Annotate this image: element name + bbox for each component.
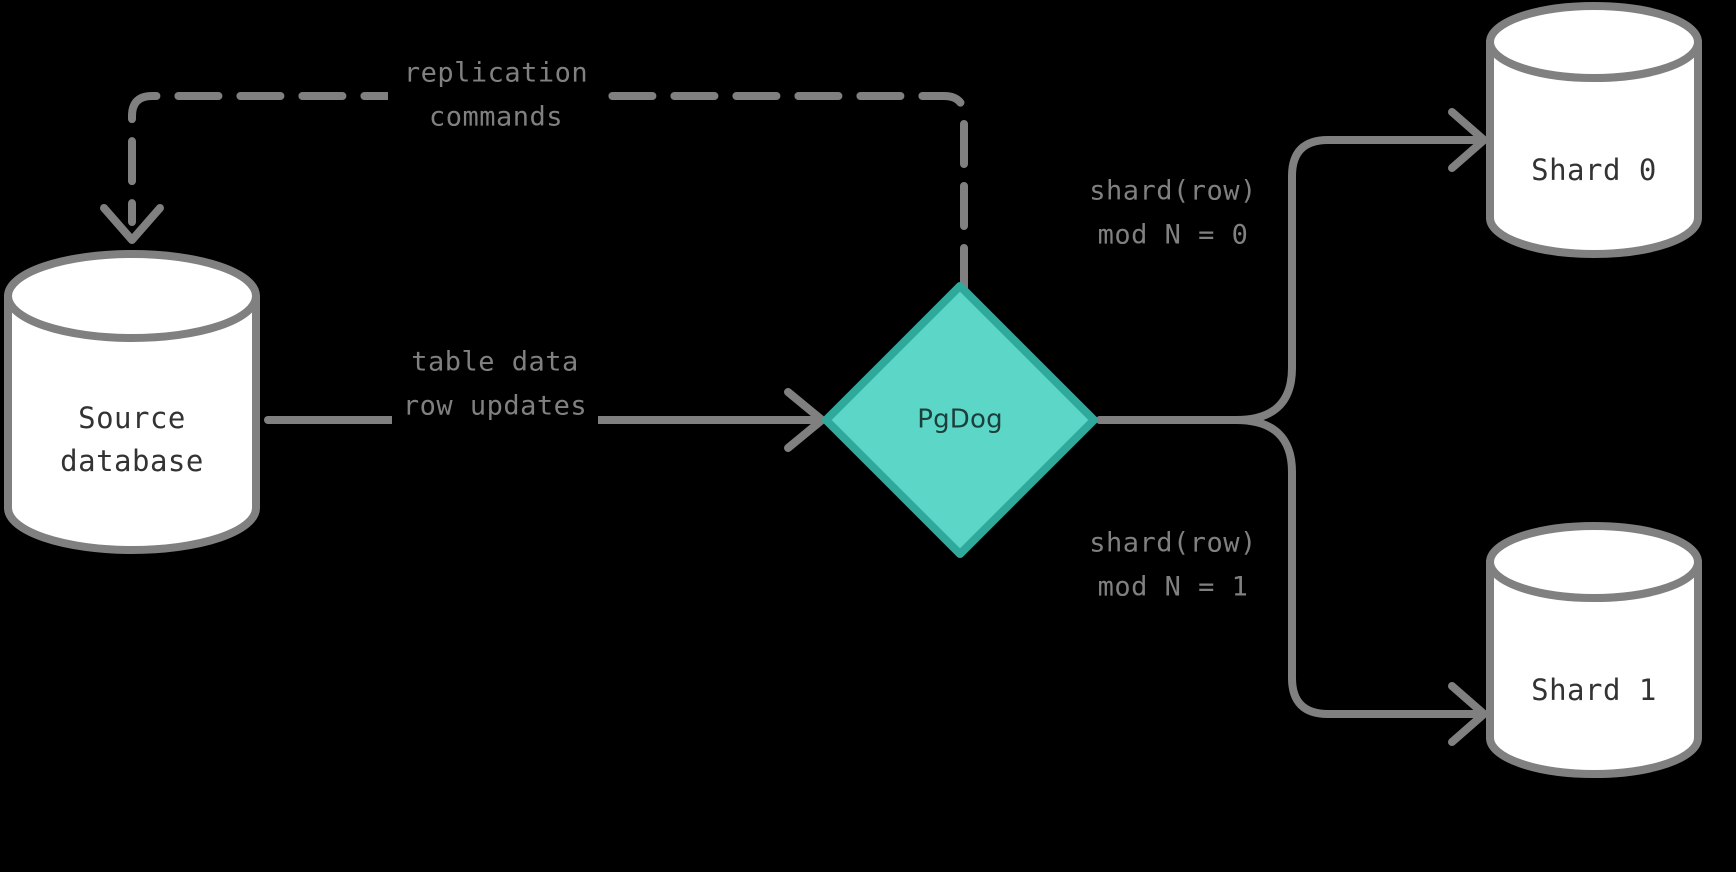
shard-1-formula-line1: shard(row)	[1089, 528, 1257, 559]
edge-pgdog-to-shard-1	[1096, 416, 1488, 746]
edge-pgdog-to-shard-0-line	[1096, 136, 1484, 424]
table-data-label-line2: row updates	[403, 391, 587, 422]
edge-pgdog-to-shard-1-arrowhead	[1448, 682, 1488, 746]
pgdog-diamond-shape	[822, 282, 1098, 558]
edge-label-shard-0-formula: shard(row) mod N = 0	[1078, 168, 1268, 258]
shard-0-formula-backdrop	[1078, 168, 1268, 258]
shard-0-label: Shard 0	[1531, 153, 1657, 187]
edge-label-table-data: table data row updates	[392, 340, 598, 424]
pgdog-label: PgDog	[917, 405, 1003, 435]
shard-1-formula-backdrop	[1078, 520, 1268, 610]
edge-pgdog-to-shard-1-line	[1096, 416, 1484, 718]
node-source-database[interactable]: Source database	[4, 250, 260, 554]
node-shard-0[interactable]: Shard 0	[1486, 2, 1702, 258]
replication-label-line1: replication	[404, 58, 588, 89]
node-shard-1[interactable]: Shard 1	[1486, 522, 1702, 778]
table-data-label-backdrop	[392, 340, 598, 382]
edge-pgdog-to-source-arrowhead	[100, 204, 164, 244]
shard-1-cylinder-body	[1486, 558, 1702, 778]
shard-1-cylinder-top	[1486, 522, 1702, 602]
edge-pgdog-to-shard-0	[1096, 108, 1488, 424]
shard-0-cylinder-top	[1486, 2, 1702, 82]
node-pgdog[interactable]: PgDog	[822, 282, 1098, 558]
source-database-cylinder-top	[4, 250, 260, 342]
replication-label-backdrop	[388, 50, 604, 140]
source-database-cylinder-body	[4, 292, 260, 554]
row-updates-label-backdrop	[392, 382, 598, 424]
edge-pgdog-to-shard-0-arrowhead	[1448, 108, 1488, 172]
source-database-label-line2: database	[60, 444, 204, 478]
shard-0-cylinder-body	[1486, 38, 1702, 258]
edge-label-shard-1-formula: shard(row) mod N = 1	[1078, 520, 1268, 610]
shard-0-formula-line1: shard(row)	[1089, 176, 1257, 207]
replication-label-line2: commands	[429, 102, 563, 133]
table-data-label-line1: table data	[411, 347, 579, 378]
shard-1-label: Shard 1	[1531, 673, 1657, 707]
edge-label-replication-commands: replication commands	[388, 50, 604, 140]
shard-0-formula-line2: mod N = 0	[1098, 220, 1249, 251]
source-database-label-line1: Source	[78, 401, 186, 435]
shard-1-formula-line2: mod N = 1	[1098, 572, 1249, 603]
